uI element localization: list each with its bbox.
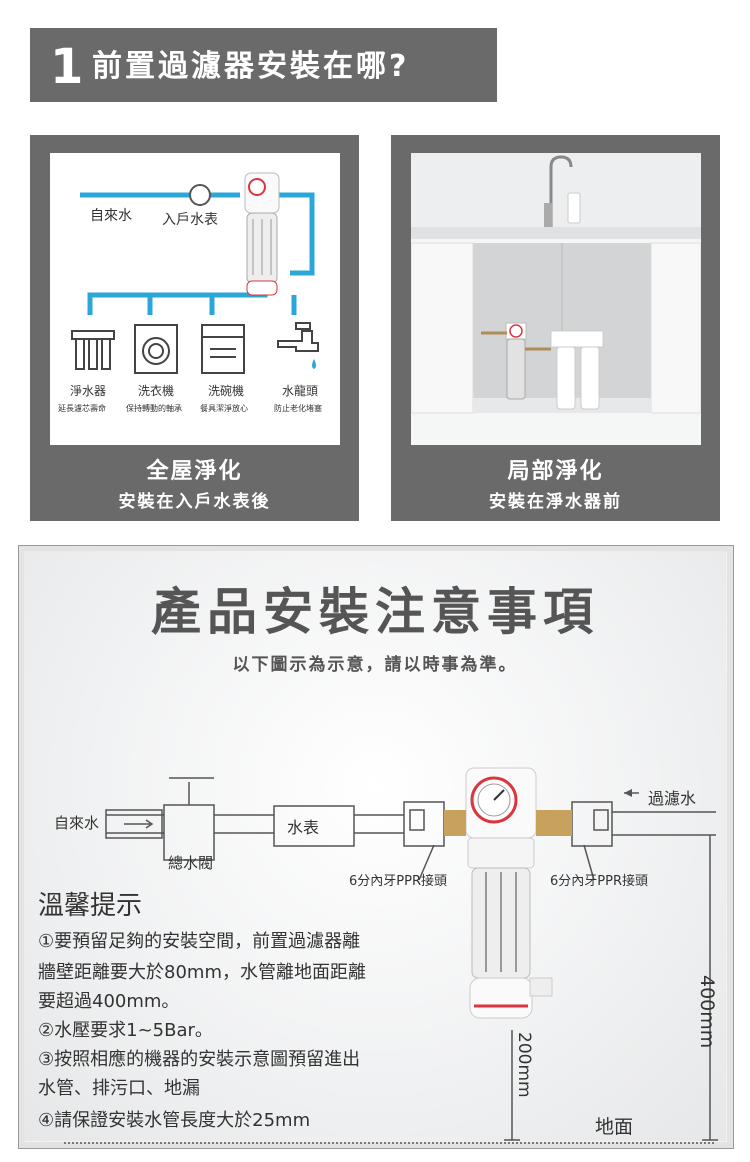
appliance-benefit: 延長濾芯壽命 [58,404,106,413]
card-caption-main: 局部淨化 [507,459,604,484]
label-meter: 入戶水表 [162,212,218,228]
label-connector-right: 6分內牙PPR接頭 [550,874,648,889]
kitchen-svg [411,153,701,445]
appliance-benefit: 餐具潔淨放心 [200,404,248,413]
tip-line: 水管、排污口、地漏 [38,1078,200,1099]
card-local: 局部淨化 安裝在淨水器前 [391,135,720,521]
kitchen-illustration [411,153,701,445]
notice-title: 產品安裝注意事項 [151,583,599,641]
label-ground: 地面 [595,1116,634,1138]
section-title-bar [30,28,497,102]
label-height-200: 200mm [514,1032,534,1098]
tip-line: 牆壁距離要大於80mm，水管離地面距離 [38,962,366,983]
tip-line: 要超過400mm。 [38,991,180,1012]
label-connector-left: 6分內牙PPR接頭 [349,874,447,889]
tip-line: ①要預留足夠的安裝空間，前置過濾器離 [38,931,361,952]
label-main-valve: 總水閥 [168,854,214,872]
label-outlet: 過濾水 [648,789,697,808]
appliance-name: 洗衣機 [138,384,175,398]
label-water-meter: 水表 [287,818,320,837]
tip-line: ②水壓要求1~5Bar。 [38,1020,213,1041]
section-title: 前置過濾器安裝在哪? [92,49,410,84]
tips-title: 溫馨提示 [38,891,143,921]
installation-diagram [64,767,718,1144]
appliance-benefit: 防止老化堵塞 [274,404,322,413]
label-tap-water: 自來水 [90,208,132,224]
card-caption-sub: 安裝在入戶水表後 [118,492,271,512]
section-number: 1 [50,39,84,95]
card-whole-house: 自來水 入戶水表 淨水器 洗衣機 洗碗機 水龍頭 延長濾芯壽命 保持轉動的軸承 … [30,135,359,521]
card-caption-main: 全屋淨化 [146,459,243,484]
card-caption-sub: 安裝在淨水器前 [489,492,622,512]
appliance-benefit: 保持轉動的軸承 [126,404,182,413]
appliance-name: 淨水器 [70,384,107,398]
appliance-name: 水龍頭 [282,384,319,398]
pipe-diagram-svg [71,172,319,374]
notice-subtitle: 以下圖示為示意，請以時事為準。 [232,655,518,675]
appliance-name: 洗碗機 [208,384,245,398]
label-height-400: 400mm [696,975,718,1049]
tip-line: ④請保證安裝水管長度大於25mm [38,1110,311,1131]
whole-house-diagram: 自來水 入戶水表 淨水器 洗衣機 洗碗機 水龍頭 延長濾芯壽命 保持轉動的軸承 … [50,153,340,445]
label-inlet: 自來水 [54,814,100,832]
tip-line: ③按照相應的機器的安裝示意圖預留進出 [38,1049,361,1070]
